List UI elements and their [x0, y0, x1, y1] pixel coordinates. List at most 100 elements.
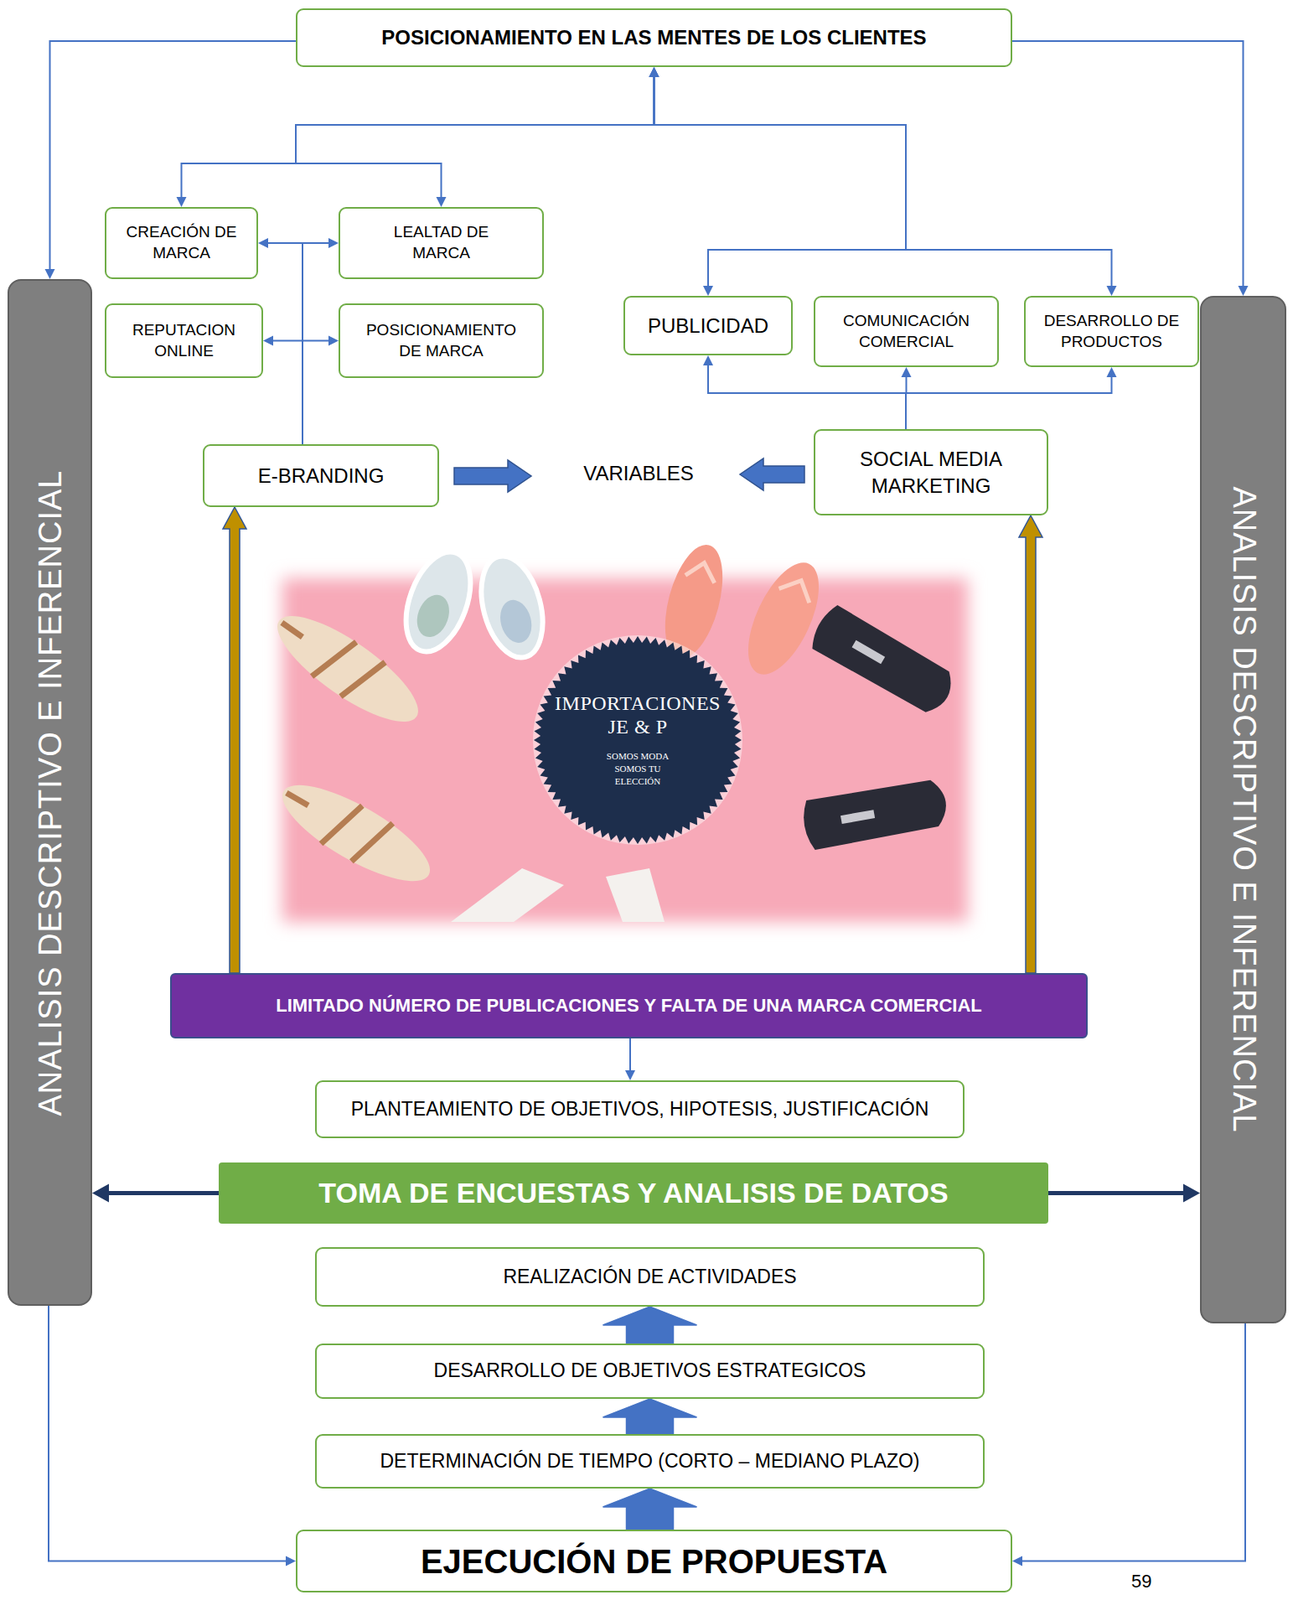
arrow-head — [1012, 1556, 1023, 1567]
connector — [1012, 1323, 1246, 1567]
arrow-head — [1106, 285, 1118, 296]
concept-box: PUBLICIDAD — [623, 295, 793, 356]
connector-line — [1012, 41, 1244, 288]
connector — [649, 67, 907, 296]
arrow-head — [649, 67, 660, 78]
survey-band: TOMA DE ENCUESTAS Y ANALISIS DE DATOS — [218, 1162, 1049, 1224]
concept-box: CREACIÓN DE MARCA — [104, 206, 259, 280]
text-block: PLANTEAMIENTO DE OBJETIVOS, HIPOTESIS, J… — [351, 1096, 930, 1123]
connector — [1048, 1184, 1200, 1203]
connector — [176, 67, 660, 207]
connector — [92, 1184, 219, 1203]
arrow-head — [263, 336, 274, 347]
connector-line — [302, 341, 331, 445]
connector-line — [50, 41, 297, 271]
connector — [1012, 41, 1249, 296]
box-label: EJECUCIÓN DE PROPUESTA — [420, 1539, 888, 1583]
text-block: REPUTACION ONLINE — [114, 320, 254, 362]
connector-line — [905, 375, 1112, 430]
arrow-head — [328, 336, 339, 347]
arrow-head — [258, 237, 269, 249]
connector — [603, 1306, 698, 1344]
sandal — [263, 598, 433, 739]
text-block: LIMITADO NÚMERO DE PUBLICACIONES Y FALTA… — [275, 993, 983, 1019]
connector — [625, 1038, 636, 1081]
connector-line — [654, 75, 1112, 289]
connector-line — [48, 1305, 288, 1562]
fat-arrow — [1018, 515, 1043, 973]
high-heel — [800, 776, 951, 852]
text-block: CREACIÓN DE MARCA — [114, 222, 249, 264]
box-label: CREACIÓN DE MARCA — [114, 222, 249, 264]
connector — [48, 1305, 296, 1567]
high-heel — [806, 601, 960, 719]
connector-line — [181, 75, 655, 200]
box-label: DESARROLLO DE PRODUCTOS — [1040, 310, 1184, 352]
text-block: SOCIAL MEDIA MARKETING — [843, 445, 1019, 498]
arrow-head — [649, 67, 660, 78]
connector-line — [629, 1038, 631, 1072]
connector — [295, 67, 660, 207]
logo-slogan: SOMOS MODA SOMOS TU ELECCIÓN — [591, 749, 684, 788]
text-block: LEALTAD DE MARCA — [374, 222, 509, 264]
variable-box: E-BRANDING — [202, 444, 440, 507]
connector — [302, 336, 339, 445]
fat-arrow — [222, 506, 247, 973]
result-box: EJECUCIÓN DE PROPUESTA — [295, 1529, 1013, 1593]
problem-band: LIMITADO NÚMERO DE PUBLICACIONES Y FALTA… — [170, 972, 1088, 1039]
connector — [263, 336, 303, 445]
text-block: POSICIONAMIENTO DE MARCA — [357, 320, 526, 362]
connector — [649, 67, 1118, 296]
connector — [258, 237, 303, 445]
concept-box: REPUTACION ONLINE — [104, 303, 264, 378]
process-box: DETERMINACIÓN DE TIEMPO (CORTO – MEDIANO… — [315, 1433, 985, 1489]
concept-box: DESARROLLO DE PRODUCTOS — [1024, 295, 1200, 368]
flip-flop — [734, 552, 834, 685]
concept-box: POSICIONAMIENTO DE MARCA — [338, 303, 544, 378]
arrow-head — [436, 196, 447, 207]
text-block: REALIZACIÓN DE ACTIVIDADES — [502, 1264, 797, 1290]
process-box: REALIZACIÓN DE ACTIVIDADES — [315, 1246, 985, 1307]
process-box: PLANTEAMIENTO DE OBJETIVOS, HIPOTESIS, J… — [315, 1080, 965, 1138]
band-label: ANALISIS DESCRIPTIVO E INFERENCIAL — [31, 469, 68, 1116]
box-label: E-BRANDING — [258, 462, 385, 489]
sneaker — [393, 543, 483, 661]
box-label: LEALTAD DE MARCA — [374, 222, 509, 264]
text-block: EJECUCIÓN DE PROPUESTA — [420, 1539, 888, 1583]
sneaker — [470, 548, 554, 664]
shoe-photo — [263, 538, 968, 922]
connector-line — [708, 363, 906, 430]
concept-box: COMUNICACIÓN COMERCIAL — [813, 295, 999, 368]
arrow-head — [703, 355, 714, 366]
connector-line — [654, 75, 907, 289]
box-label: POSICIONAMIENTO DE MARCA — [357, 320, 526, 362]
concept-box: LEALTAD DE MARCA — [338, 206, 544, 280]
connector — [45, 41, 297, 280]
analysis-band: ANALISIS DESCRIPTIVO E INFERENCIAL — [7, 279, 93, 1306]
text-block: DETERMINACIÓN DE TIEMPO (CORTO – MEDIANO… — [379, 1448, 920, 1475]
variable-box: SOCIAL MEDIA MARKETING — [813, 429, 1049, 516]
box-label: COMUNICACIÓN COMERCIAL — [835, 310, 978, 352]
variables-label: VARIABLES — [554, 461, 723, 486]
connector — [603, 1398, 698, 1434]
sleeve — [605, 868, 665, 922]
analysis-band: ANALISIS DESCRIPTIVO E INFERENCIAL — [1199, 295, 1287, 1324]
text-block: TOMA DE ENCUESTAS Y ANALISIS DE DATOS — [318, 1174, 948, 1211]
band-label: ANALISIS DESCRIPTIVO E INFERENCIAL — [1225, 486, 1262, 1133]
connector — [222, 506, 247, 973]
text-block: IMPORTACIONES JE & PSOMOS MODA SOMOS TU … — [548, 692, 729, 788]
fat-arrow — [603, 1398, 698, 1434]
arrow-head — [1106, 367, 1118, 378]
text-block: DESARROLLO DE OBJETIVOS ESTRATEGICOS — [434, 1358, 867, 1384]
connector — [1018, 515, 1043, 973]
connector-line — [302, 243, 331, 445]
block-arrow — [454, 460, 532, 492]
arrow-head — [285, 1556, 296, 1567]
sandal — [269, 767, 442, 898]
box-label: REPUTACION ONLINE — [114, 320, 254, 362]
connector-line — [105, 1190, 219, 1195]
arrow-head — [1183, 1184, 1200, 1203]
process-box: DESARROLLO DE OBJETIVOS ESTRATEGICOS — [315, 1343, 985, 1399]
block-arrow — [739, 458, 805, 491]
